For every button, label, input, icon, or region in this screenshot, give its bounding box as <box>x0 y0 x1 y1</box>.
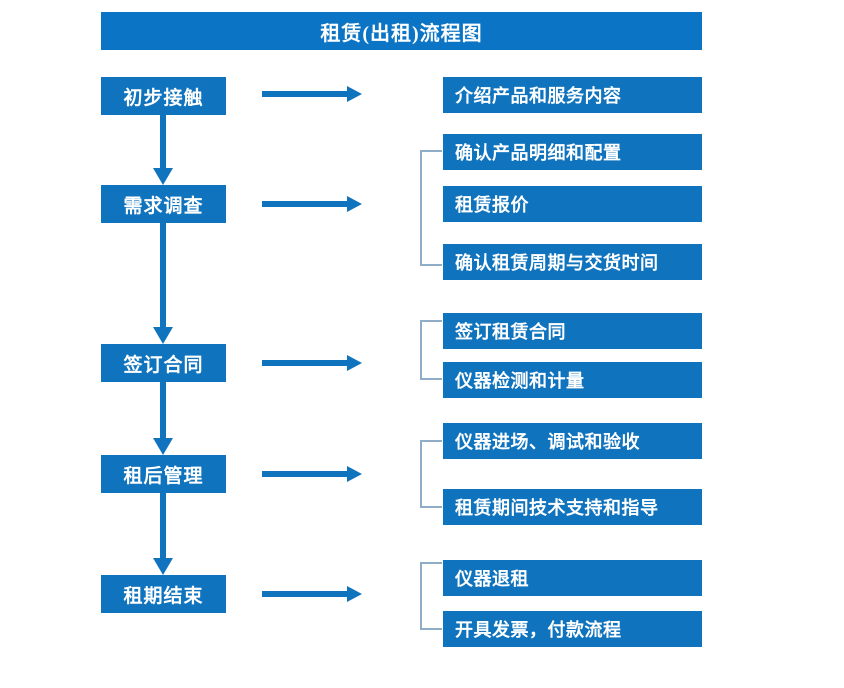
arrow-right-icon-1 <box>262 86 362 102</box>
arrow-right-icon-5 <box>262 586 362 602</box>
group-bracket-icon-demand <box>420 150 442 266</box>
detail-box-9[interactable]: 仪器退租 <box>443 560 702 596</box>
arrow-down-icon-4 <box>150 493 176 575</box>
detail-box-2[interactable]: 确认产品明细和配置 <box>443 134 702 170</box>
detail-box-1[interactable]: 介绍产品和服务内容 <box>443 77 702 113</box>
arrow-down-icon-1 <box>150 115 176 185</box>
stage-box-2[interactable]: 需求调查 <box>101 185 226 223</box>
arrow-right-icon-2 <box>262 196 362 212</box>
arrow-right-icon-4 <box>262 466 362 482</box>
arrow-down-icon-2 <box>150 223 176 344</box>
page-title: 租赁(出租)流程图 <box>101 12 702 50</box>
stage-box-3[interactable]: 签订合同 <box>101 344 226 382</box>
group-bracket-icon-contract <box>420 320 442 380</box>
arrow-down-icon-3 <box>150 382 176 455</box>
stage-box-1[interactable]: 初步接触 <box>101 77 226 115</box>
stage-box-5[interactable]: 租期结束 <box>101 575 226 613</box>
stage-box-4[interactable]: 租后管理 <box>101 455 226 493</box>
group-bracket-icon-management <box>420 440 442 508</box>
detail-box-6[interactable]: 仪器检测和计量 <box>443 362 702 398</box>
detail-box-4[interactable]: 确认租赁周期与交货时间 <box>443 244 702 280</box>
detail-box-8[interactable]: 租赁期间技术支持和指导 <box>443 489 702 525</box>
group-bracket-icon-end <box>420 562 442 630</box>
detail-box-5[interactable]: 签订租赁合同 <box>443 313 702 349</box>
arrow-right-icon-3 <box>262 355 362 371</box>
detail-box-7[interactable]: 仪器进场、调试和验收 <box>443 423 702 459</box>
detail-box-3[interactable]: 租赁报价 <box>443 186 702 222</box>
detail-box-10[interactable]: 开具发票，付款流程 <box>443 611 702 647</box>
